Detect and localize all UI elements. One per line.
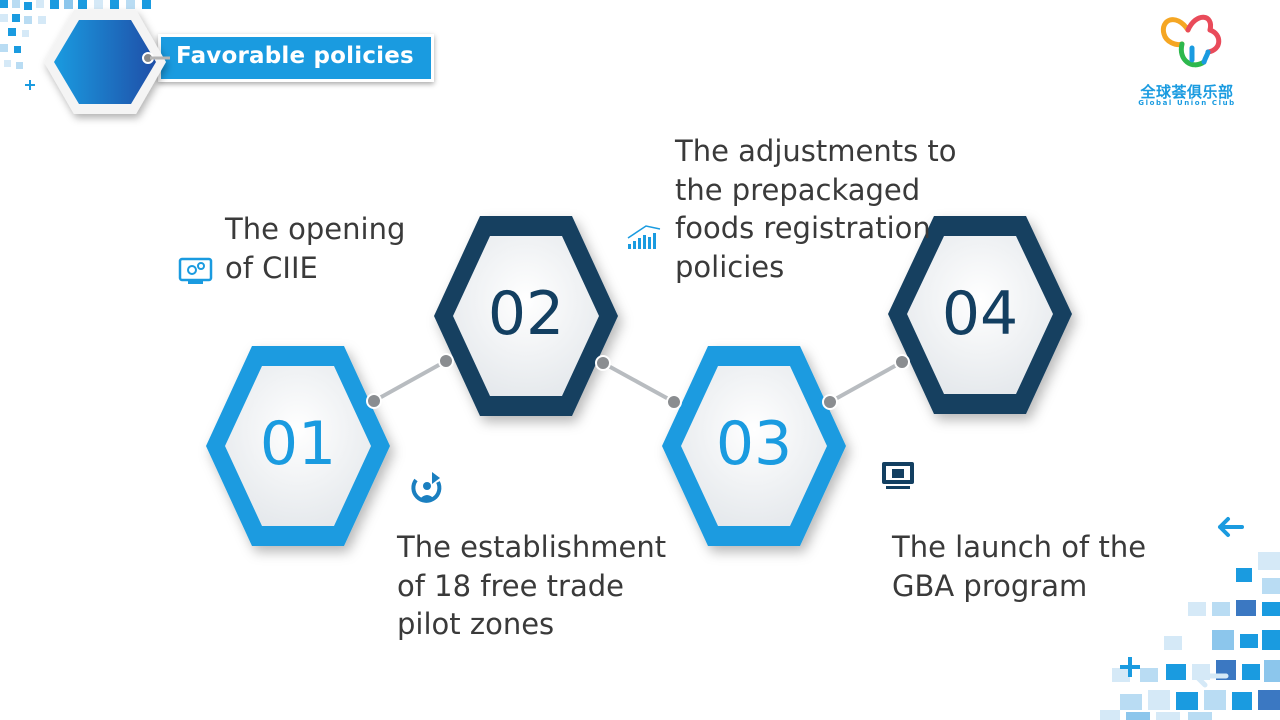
arrow-left-icon: [1193, 664, 1229, 688]
arrow-left-icon: [1218, 517, 1244, 537]
hexagon-step-03: [662, 346, 846, 546]
hexagon-step-01: [206, 346, 390, 546]
hexagon-step-02: [434, 216, 618, 416]
logo-chinese-name: 全球荟俱乐部: [1140, 83, 1234, 101]
header-hexagon-badge: [44, 10, 170, 114]
page-title: Favorable policies: [176, 43, 414, 69]
step-number-01: 01: [259, 409, 337, 479]
person-refresh-icon: [411, 472, 442, 503]
step-caption-02: The adjustments to the prepackaged foods…: [675, 134, 957, 284]
step-caption-01: The opening of CIIE: [225, 212, 406, 285]
top-left-squares: [0, 0, 151, 69]
plus-icon: [25, 80, 35, 90]
club-logo-icon: [1160, 14, 1222, 68]
step-number-02: 02: [487, 279, 565, 349]
bar-chart-icon: [627, 225, 661, 249]
connector-lines: [372, 359, 904, 404]
bottom-right-squares: [1100, 552, 1280, 720]
step-number-03: 03: [715, 409, 793, 479]
plus-icon: [1120, 657, 1140, 677]
logo-english-name: Global Union Club: [1138, 99, 1236, 107]
connector-knobs: [366, 353, 910, 410]
step-caption-04: The launch of the GBA program: [892, 530, 1147, 603]
hexagon-step-04: [888, 216, 1072, 414]
briefcase-monitor-icon: [882, 462, 914, 489]
title-bar: [158, 34, 434, 82]
monitor-gears-icon: [178, 257, 213, 284]
step-number-04: 04: [941, 279, 1019, 349]
logo-mark: [1160, 14, 1222, 68]
step-caption-03: The establishment of 18 free trade pilot…: [397, 530, 667, 641]
